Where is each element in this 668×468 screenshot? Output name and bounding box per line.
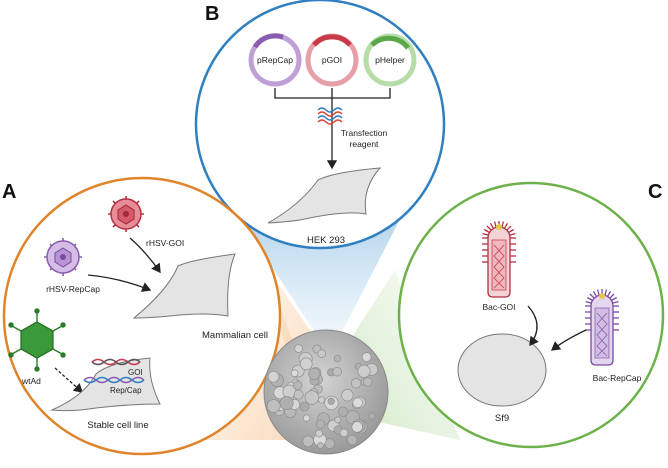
stable-cell xyxy=(50,357,161,412)
bac-goi-virus-icon xyxy=(482,221,516,298)
arrow-repcap-to-cell xyxy=(87,274,152,292)
repcap-dna-icon xyxy=(83,376,145,384)
wtad-label: wtAd xyxy=(21,376,41,386)
rhsv-goi-label: rHSV-GOI xyxy=(146,238,184,248)
wtad-adenovirus-icon xyxy=(8,308,66,372)
arrow-bac-repcap-to-sf9 xyxy=(550,329,587,351)
sf9-cell xyxy=(457,333,547,407)
transfection-reagent-line1: Transfection xyxy=(341,128,388,138)
hek293-cell xyxy=(267,167,382,224)
plasmid-phelper-icon: pHelper xyxy=(363,33,417,87)
rhsv-goi-virus-icon xyxy=(108,196,144,232)
goi-dna-icon xyxy=(91,358,141,366)
stable-cell-line-label: Stable cell line xyxy=(87,420,148,431)
bac-goi-label: Bac-GOI xyxy=(482,302,515,312)
aav-capsid-icon xyxy=(263,329,389,455)
plasmid-pgoi-label: pGOI xyxy=(322,55,342,65)
rhsv-repcap-virus-icon xyxy=(44,238,82,276)
transfection-reagent-line2: reagent xyxy=(350,139,379,149)
mammalian-cell-label: Mammalian cell xyxy=(202,330,268,341)
gene-repcap-label: Rep/Cap xyxy=(110,386,142,395)
gene-goi-label: GOI xyxy=(128,368,143,377)
panel-b-label: B xyxy=(205,3,219,25)
bac-repcap-label: Bac-RepCap xyxy=(593,373,642,383)
arrow-wtad-to-stable xyxy=(54,367,83,393)
panel-a-label: A xyxy=(2,181,16,203)
plasmid-prepcap-label: pRepCap xyxy=(257,55,293,65)
hek293-label: HEK 293 xyxy=(307,235,345,246)
panel-c-label: C xyxy=(648,181,662,203)
rhsv-repcap-label: rHSV-RepCap xyxy=(46,284,100,294)
arrow-goi-to-cell xyxy=(129,237,161,274)
bac-repcap-virus-icon xyxy=(585,289,619,366)
mammalian-cell xyxy=(132,253,236,319)
arrow-bac-goi-to-sf9 xyxy=(527,305,539,347)
plasmid-pgoi-icon: pGOI xyxy=(305,33,359,87)
sf9-label: Sf9 xyxy=(495,413,509,424)
transfection-reagent-icon xyxy=(317,107,343,125)
plasmid-prepcap-icon: pRepCap xyxy=(248,33,302,87)
plasmid-phelper-label: pHelper xyxy=(375,55,405,65)
panel-c-ring xyxy=(397,181,665,449)
